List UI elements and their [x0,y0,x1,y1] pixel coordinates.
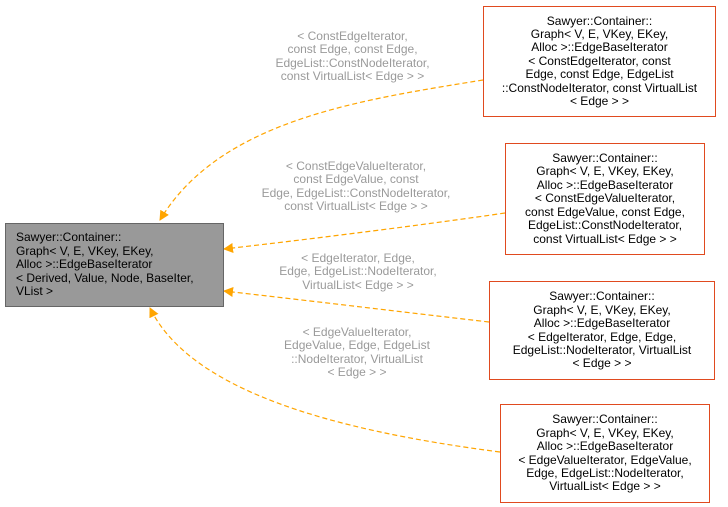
edge-label-2: < EdgeIterator, Edge, Edge, EdgeList::No… [279,251,437,292]
derived-node-3[interactable]: Sawyer::Container:: Graph< V, E, VKey, E… [500,404,710,503]
edge-label-1: < ConstEdgeValueIterator, const EdgeValu… [261,159,451,214]
edge-0 [159,79,484,221]
edge-3 [149,307,501,453]
derived-node-1[interactable]: Sawyer::Container:: Graph< V, E, VKey, E… [505,143,705,255]
base-class-node[interactable]: Sawyer::Container:: Graph< V, E, VKey, E… [5,223,224,307]
derived-node-2[interactable]: Sawyer::Container:: Graph< V, E, VKey, E… [489,281,715,380]
derived-node-0[interactable]: Sawyer::Container:: Graph< V, E, VKey, E… [483,6,716,117]
edge-2 [223,287,490,323]
edge-label-0: < ConstEdgeIterator, const Edge, const E… [275,29,430,84]
edge-1 [223,212,506,253]
edge-label-3: < EdgeValueIterator, EdgeValue, Edge, Ed… [284,325,430,380]
